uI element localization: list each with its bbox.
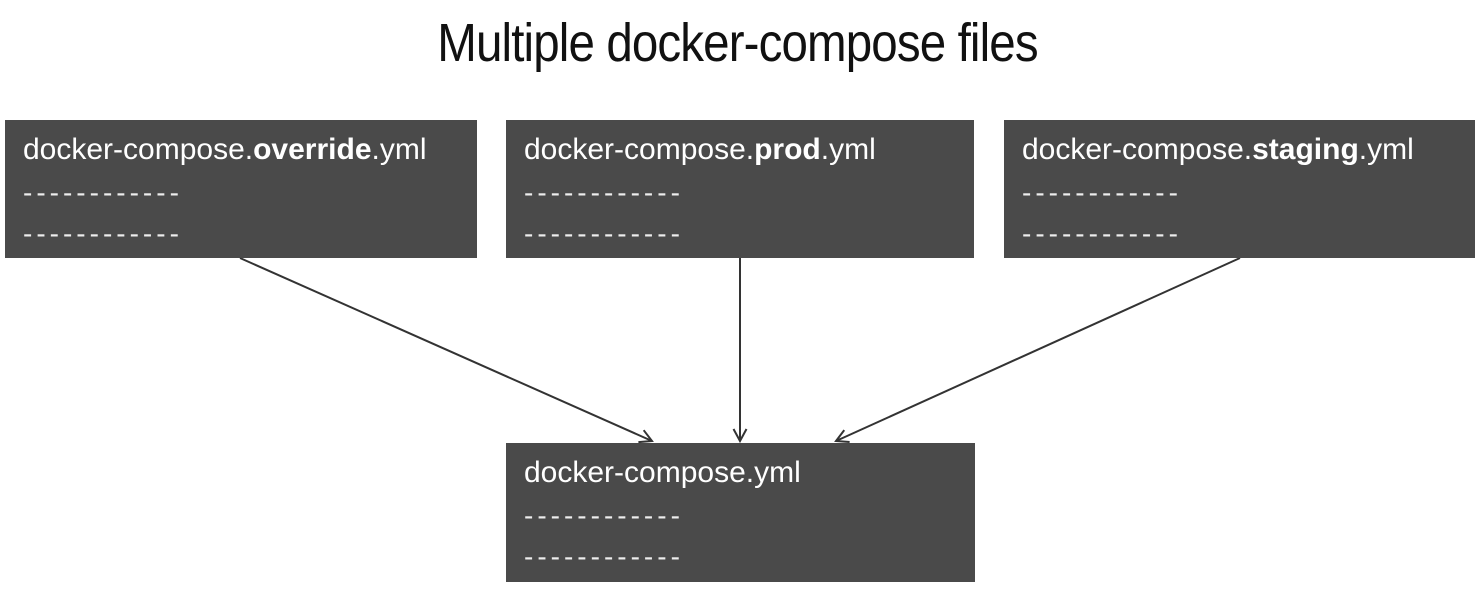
placeholder-line: ------------ (23, 218, 183, 249)
file-name-emphasis: staging (1252, 133, 1359, 166)
arrow-staging-to-base (834, 257, 1241, 443)
placeholder-line: ------------ (23, 177, 183, 208)
arrow-override-to-base (239, 257, 654, 444)
file-box-prod: docker-compose.prod.yml ------------ ---… (506, 120, 974, 258)
file-name-prefix: docker-compose. (1022, 133, 1253, 166)
placeholder-line: ------------ (1022, 218, 1182, 249)
file-box-staging: docker-compose.staging.yml ------------ … (1004, 120, 1475, 258)
file-name-suffix: .yml (1358, 133, 1414, 166)
slide-title: Multiple docker-compose files (437, 13, 1038, 73)
file-name-prefix: docker-compose.yml (524, 456, 801, 489)
file-box-override: docker-compose.override.yml ------------… (5, 120, 477, 258)
file-name-emphasis: override (253, 133, 372, 166)
placeholder-line: ------------ (1022, 177, 1182, 208)
file-name: docker-compose.override.yml (23, 128, 459, 172)
placeholder-line: ------------ (524, 541, 684, 572)
placeholder-line: ------------ (524, 218, 684, 249)
file-name: docker-compose.staging.yml (1022, 128, 1457, 172)
file-name: docker-compose.yml (524, 451, 957, 495)
placeholder-line: ------------ (524, 500, 684, 531)
file-name-suffix: .yml (371, 133, 427, 166)
file-name-prefix: docker-compose. (23, 133, 254, 166)
placeholder-line: ------------ (524, 177, 684, 208)
file-name-prefix: docker-compose. (524, 133, 755, 166)
file-box-base: docker-compose.yml ------------ --------… (506, 443, 975, 582)
file-name: docker-compose.prod.yml (524, 128, 956, 172)
file-name-emphasis: prod (754, 133, 821, 166)
file-name-suffix: .yml (820, 133, 876, 166)
